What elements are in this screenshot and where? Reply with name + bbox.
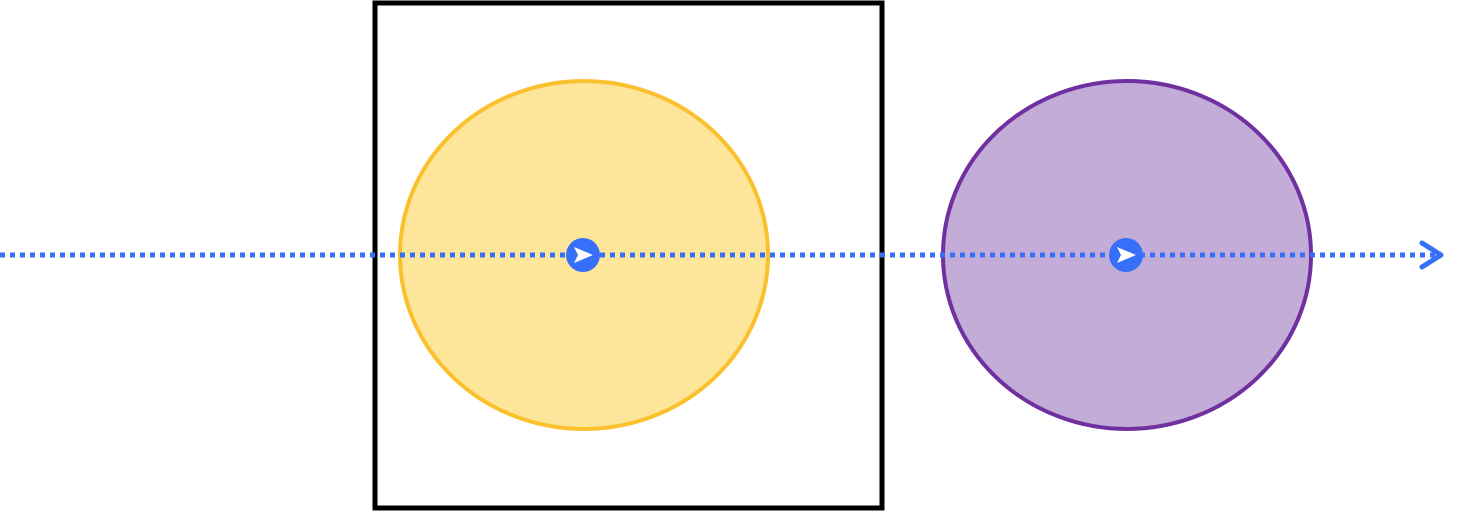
play-icon [574,247,593,263]
arrow-head-icon [1419,240,1444,270]
play-marker-right [1109,238,1143,272]
play-marker-left [566,238,600,272]
play-icon [1117,247,1136,263]
